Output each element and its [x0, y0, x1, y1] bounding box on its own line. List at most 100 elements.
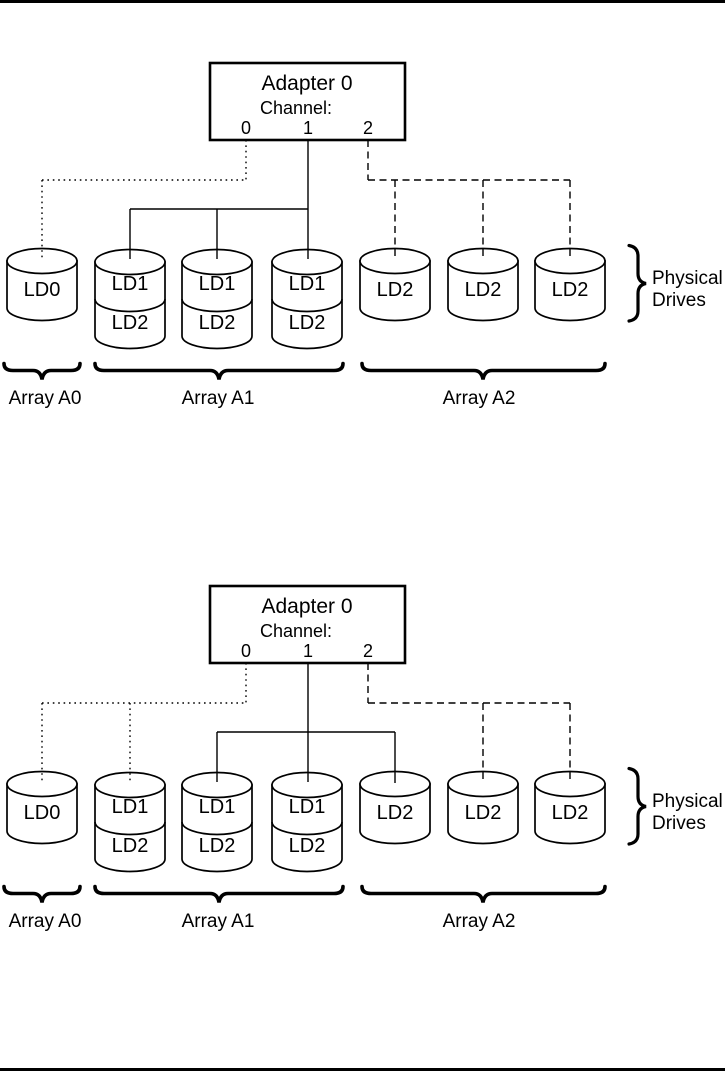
- drive-divider: [181, 821, 253, 836]
- drive-a2-1: LD2: [359, 770, 431, 845]
- channel-0-label: 0: [241, 641, 251, 661]
- drive-a2-3: LD2: [534, 247, 606, 322]
- array-a2-label: Array A2: [443, 911, 516, 932]
- drive-body: [359, 783, 431, 845]
- drive-a1-3: LD1 LD2: [271, 248, 343, 350]
- drive-label-top: LD1: [112, 796, 149, 818]
- adapter-title: Adapter 0: [261, 72, 352, 95]
- drive-body: [447, 260, 519, 322]
- drive-body: [534, 783, 606, 845]
- drive-label-top: LD1: [199, 796, 236, 818]
- drive-a2-3: LD2: [534, 770, 606, 845]
- drive-a1-2: LD1 LD2: [181, 771, 253, 873]
- drive-body: [94, 261, 166, 350]
- array-a0-label: Array A0: [9, 911, 82, 932]
- drive-top: [359, 247, 431, 275]
- drive-divider: [271, 821, 343, 836]
- drive-top: [271, 248, 343, 276]
- diagram-1: Adapter 0 Channel: 0 1 2 LD0 LD1 LD2 LD1…: [2, 61, 723, 409]
- drive-label-bottom: LD2: [199, 312, 236, 334]
- array-a1-brace: [93, 361, 345, 380]
- drive-label-bottom: LD2: [112, 312, 149, 334]
- drive-top: [6, 770, 78, 798]
- drive-divider: [271, 298, 343, 313]
- drive-top: [534, 770, 606, 798]
- drive-label: LD2: [465, 802, 502, 824]
- diagram-2: Adapter 0 Channel: 0 1 2 LD0 LD1 LD2 LD1…: [2, 584, 723, 932]
- drive-a0-ld0: LD0: [6, 247, 78, 322]
- drive-label: LD2: [377, 279, 414, 301]
- drive-top: [271, 771, 343, 799]
- channel-0-dotted-line: [41, 140, 247, 260]
- drive-top: [534, 247, 606, 275]
- channel-1-label: 1: [303, 641, 313, 661]
- channel-1-solid-line: [129, 140, 309, 259]
- drive-a1-1: LD1 LD2: [94, 771, 166, 873]
- channel-heading: Channel:: [260, 621, 332, 641]
- drive-label-bottom: LD2: [199, 835, 236, 857]
- drive-body: [94, 784, 166, 873]
- drive-label-top: LD1: [112, 273, 149, 295]
- drive-label-bottom: LD2: [289, 312, 326, 334]
- drive-a2-2: LD2: [447, 770, 519, 845]
- channel-0-dotted-line: [41, 663, 247, 783]
- array-a0-label: Array A0: [9, 388, 82, 409]
- array-a0-brace: [2, 361, 82, 380]
- drive-label: LD2: [552, 279, 589, 301]
- drive-divider: [94, 821, 166, 836]
- physical-drives-brace: [627, 766, 647, 846]
- channel-2-dashed-line: [367, 663, 571, 783]
- physical-drives-label-line1: Physical: [652, 791, 723, 812]
- channel-2-label: 2: [363, 118, 373, 138]
- drive-divider: [94, 298, 166, 313]
- drive-a1-1: LD1 LD2: [94, 248, 166, 350]
- drive-body: [6, 260, 78, 322]
- drive-label-bottom: LD2: [289, 835, 326, 857]
- array-a1-brace: [93, 884, 345, 903]
- drive-top: [447, 770, 519, 798]
- drive-body: [6, 783, 78, 845]
- drive-label-bottom: LD2: [112, 835, 149, 857]
- channel-1-label: 1: [303, 118, 313, 138]
- physical-drives-label-line2: Drives: [652, 813, 706, 834]
- drive-label-top: LD1: [199, 273, 236, 295]
- physical-drives-brace: [627, 243, 647, 323]
- drive-label-top: LD1: [289, 273, 326, 295]
- drive-a2-2: LD2: [447, 247, 519, 322]
- drive-divider: [181, 298, 253, 313]
- drive-body: [359, 260, 431, 322]
- drive-label: LD2: [465, 279, 502, 301]
- page-bottom-rule: [0, 1068, 725, 1071]
- drive-label: LD2: [552, 802, 589, 824]
- drive-label-top: LD1: [289, 796, 326, 818]
- drive-a1-2: LD1 LD2: [181, 248, 253, 350]
- channel-2-dashed-line: [367, 140, 571, 260]
- drive-body: [447, 783, 519, 845]
- drive-label: LD0: [24, 279, 61, 301]
- adapter-box: [208, 61, 407, 142]
- channel-0-label: 0: [241, 118, 251, 138]
- drive-a1-3: LD1 LD2: [271, 771, 343, 873]
- drive-top: [6, 247, 78, 275]
- channel-1-solid-line: [216, 663, 396, 783]
- array-a0-brace: [2, 884, 82, 903]
- drive-body: [271, 784, 343, 873]
- drive-label: LD0: [24, 802, 61, 824]
- drive-a2-1: LD2: [359, 247, 431, 322]
- drive-label: LD2: [377, 802, 414, 824]
- page-top-rule: [0, 0, 725, 3]
- array-a1-label: Array A1: [182, 388, 255, 409]
- drive-top: [447, 247, 519, 275]
- drive-top: [94, 771, 166, 799]
- physical-drives-label-line1: Physical: [652, 268, 723, 289]
- array-a2-brace: [360, 361, 607, 380]
- drive-body: [181, 261, 253, 350]
- channel-heading: Channel:: [260, 98, 332, 118]
- array-a2-brace: [360, 884, 607, 903]
- array-a2-label: Array A2: [443, 388, 516, 409]
- drive-body: [534, 260, 606, 322]
- drive-body: [181, 784, 253, 873]
- drive-body: [271, 261, 343, 350]
- adapter-title: Adapter 0: [261, 595, 352, 618]
